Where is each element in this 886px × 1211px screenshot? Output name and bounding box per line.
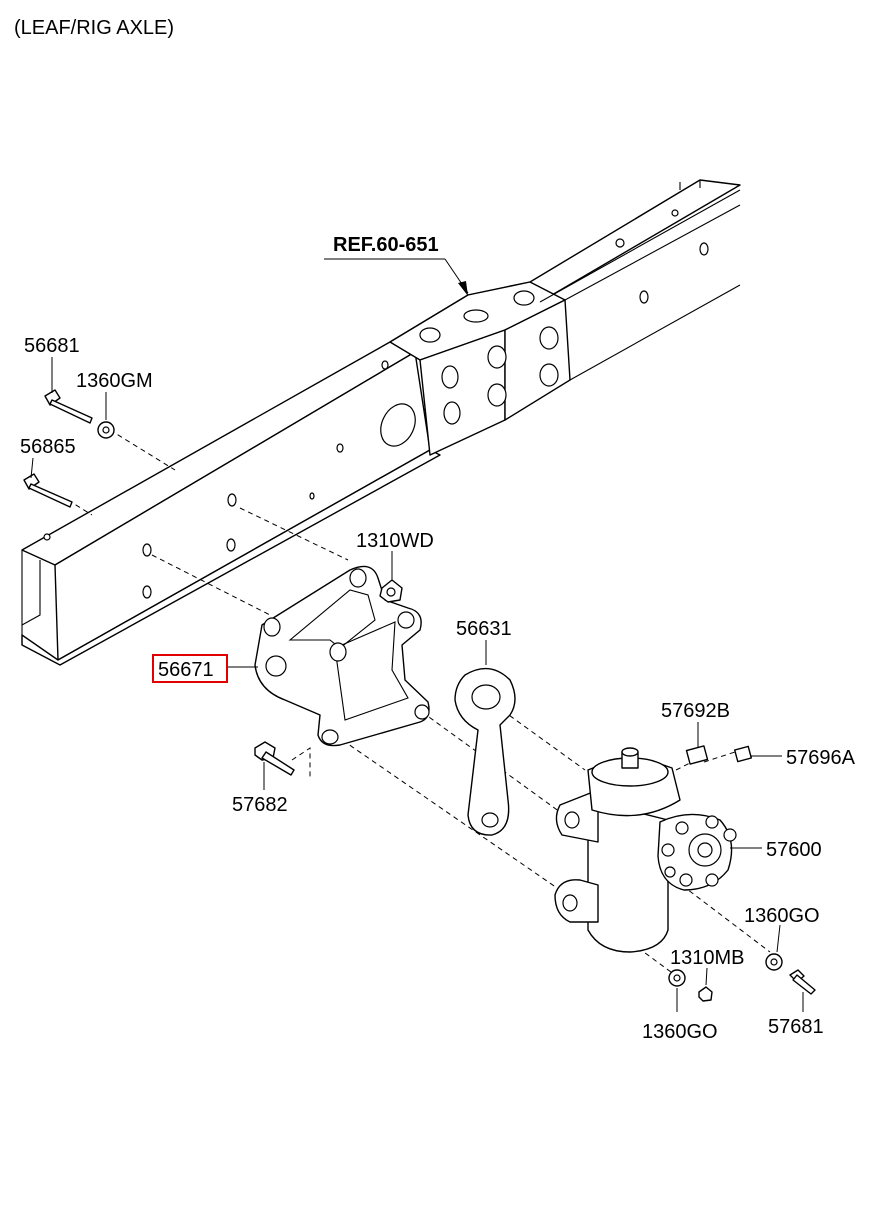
reference-callout: REF.60-651 (324, 234, 469, 296)
bolt-56865 (23, 473, 73, 508)
label-57682[interactable]: 57682 (232, 794, 288, 816)
plug-57692B (685, 745, 709, 765)
steering-gear-bracket (254, 565, 430, 747)
label-57600[interactable]: 57600 (766, 839, 822, 861)
plug-57696A (733, 745, 753, 763)
nut-1360GM (97, 421, 115, 439)
label-1360GM[interactable]: 1360GM (76, 370, 153, 392)
nut-1310WD (379, 579, 403, 603)
bolt-57681 (789, 969, 816, 995)
label-57681[interactable]: 57681 (768, 1016, 824, 1038)
nut-1310MB (698, 986, 713, 1002)
highlight-box (152, 654, 228, 683)
bolt-57682 (254, 741, 295, 776)
highlighted-part-56671[interactable]: 56671 (152, 654, 228, 683)
diagram-title: (LEAF/RIG AXLE) (14, 17, 174, 39)
label-56681[interactable]: 56681 (24, 335, 80, 357)
label-1310MB[interactable]: 1310MB (670, 947, 745, 969)
leader-lines (30, 357, 804, 1012)
frame-rail (21, 179, 741, 666)
bolt-56681 (44, 389, 93, 424)
washer-1360GO-bottom (668, 969, 686, 987)
label-1360GO-right[interactable]: 1360GO (744, 905, 820, 927)
label-56865[interactable]: 56865 (20, 436, 76, 458)
label-1310WD[interactable]: 1310WD (356, 530, 434, 552)
label-57692B[interactable]: 57692B (661, 700, 730, 722)
reference-label: REF.60-651 (333, 234, 439, 256)
label-57696A[interactable]: 57696A (786, 747, 856, 769)
pitman-arm (454, 667, 516, 836)
label-1360GO-bottom[interactable]: 1360GO (642, 1021, 718, 1043)
steering-gear (554, 747, 737, 953)
label-56631[interactable]: 56631 (456, 618, 512, 640)
washer-1360GO-right (765, 953, 783, 971)
label-56671[interactable]: 56671 (158, 659, 214, 681)
